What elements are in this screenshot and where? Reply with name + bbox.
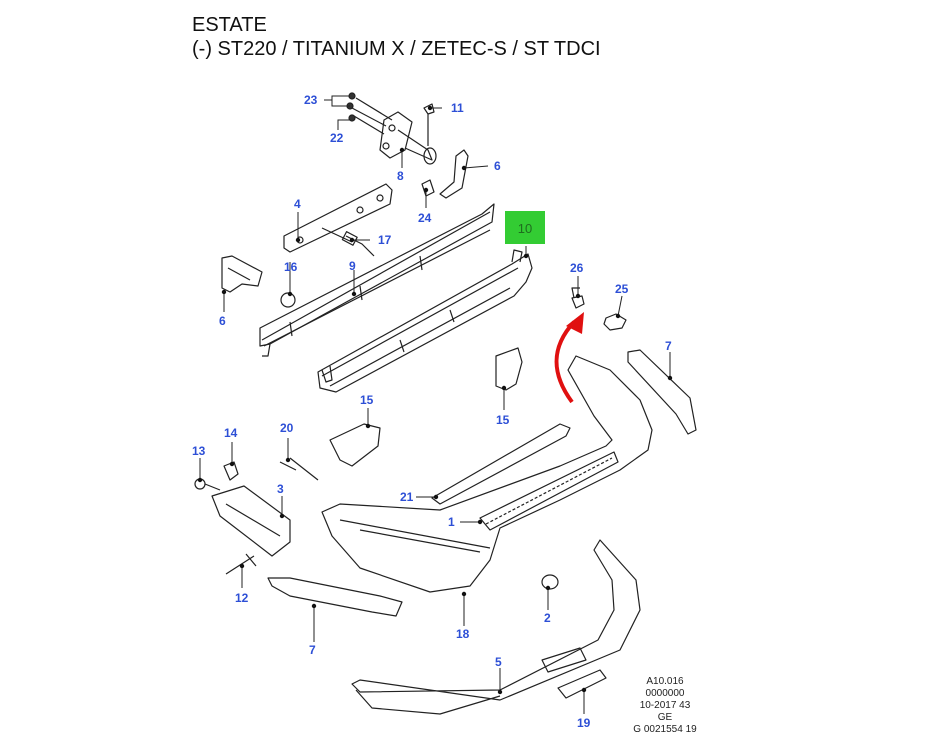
callout-6-upper: 6 <box>494 159 501 173</box>
ref-drawing-id: G 0021554 19 <box>633 724 697 735</box>
callout-labels: 23 11 22 8 6 24 4 17 16 9 6 26 25 7 15 1… <box>192 93 672 730</box>
bracket-6-left <box>221 255 263 293</box>
callout-1: 1 <box>448 515 455 529</box>
callout-12: 12 <box>235 591 249 605</box>
tow-eye-bracket <box>346 92 437 165</box>
callout-19: 19 <box>577 716 591 730</box>
highlight-label: 10 <box>518 221 532 236</box>
bumper-beam-9 <box>259 203 495 357</box>
strip-21 <box>431 423 571 505</box>
callout-11: 11 <box>451 101 464 115</box>
side-trim-7-left <box>267 577 403 617</box>
callout-17: 17 <box>378 233 392 247</box>
bracket-25 <box>603 313 627 331</box>
callout-18: 18 <box>456 627 470 641</box>
callout-26: 26 <box>570 261 584 275</box>
callout-14: 14 <box>224 426 238 440</box>
callout-8: 8 <box>397 169 404 183</box>
callout-22: 22 <box>330 131 344 145</box>
callout-21: 21 <box>400 490 414 504</box>
callout-15-right: 15 <box>496 413 510 427</box>
callout-16: 16 <box>284 260 298 274</box>
callout-25: 25 <box>615 282 629 296</box>
clip-24 <box>421 179 435 197</box>
callout-2: 2 <box>544 611 551 625</box>
direction-arrow <box>554 312 584 404</box>
cap-2 <box>541 574 559 590</box>
diagram-title: ESTATE <box>192 14 267 36</box>
diagram-subtitle: (-) ST220 / TITANIUM X / ZETEC-S / ST TD… <box>192 38 601 60</box>
callout-3: 3 <box>277 482 284 496</box>
bracket-15-right <box>495 347 523 391</box>
screw-13-shank <box>204 483 221 491</box>
ref-number: 0000000 <box>645 688 685 699</box>
side-trim-7-right <box>627 349 697 435</box>
callout-7-left: 7 <box>309 643 316 657</box>
bracket-15-left <box>329 423 381 467</box>
callout-15-left: 15 <box>360 393 374 407</box>
pin-17-head <box>341 231 358 246</box>
bracket-6-upper <box>439 149 469 199</box>
callout-4: 4 <box>294 197 301 211</box>
stud-12 <box>225 553 257 575</box>
bolt-20 <box>279 457 319 481</box>
ref-lang: GE <box>657 712 673 723</box>
callout-9: 9 <box>349 259 356 273</box>
ref-date: 10-2017 43 <box>639 700 691 711</box>
callout-23: 23 <box>304 93 318 107</box>
panel-5-insert <box>541 647 587 673</box>
bolt-16 <box>280 292 296 308</box>
ref-code: A10.016 <box>646 676 684 687</box>
callout-20: 20 <box>280 421 294 435</box>
leader-dots <box>197 105 673 695</box>
mounting-bracket-3 <box>211 485 291 557</box>
highlight-part-10: 10 <box>505 211 545 244</box>
callout-5: 5 <box>495 655 502 669</box>
bumper-cover-1 <box>321 355 653 593</box>
lower-valance-5 <box>351 539 641 715</box>
callout-24: 24 <box>418 211 432 225</box>
bolt-11 <box>423 103 435 146</box>
leader-lines <box>199 95 671 714</box>
panel-19 <box>557 669 607 699</box>
callout-7-right: 7 <box>665 339 672 353</box>
callout-13: 13 <box>192 444 206 458</box>
reinforcement-4 <box>283 183 393 253</box>
energy-absorber-10 <box>317 249 533 393</box>
callout-6-left: 6 <box>219 314 226 328</box>
